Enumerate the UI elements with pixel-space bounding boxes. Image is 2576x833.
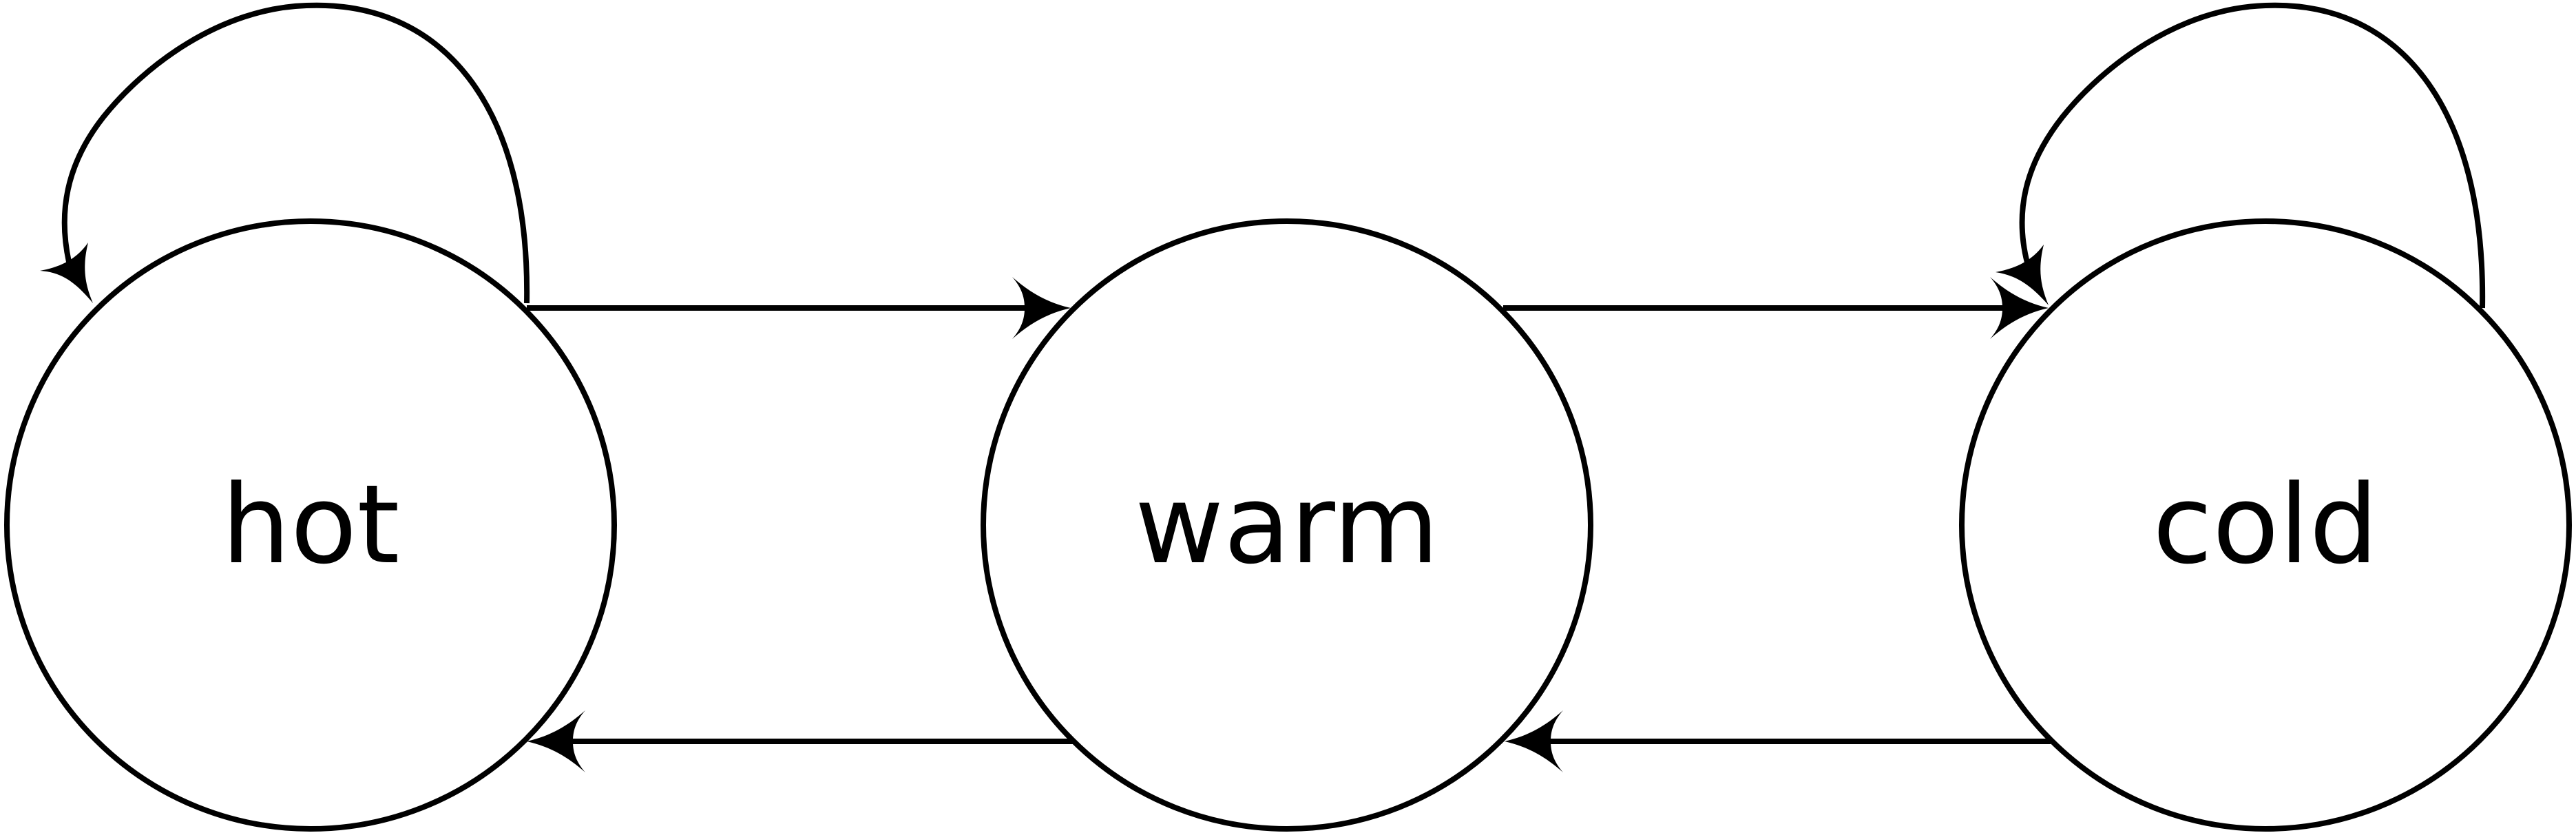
state-cold: cold	[1959, 218, 2572, 832]
state-hot: hot	[4, 218, 617, 832]
state-label: cold	[2153, 462, 2378, 588]
state-circle	[981, 218, 1593, 832]
transition-cold-to-warm	[1505, 710, 2051, 772]
arrowhead-icon	[40, 243, 93, 303]
transition-hot-to-hot	[40, 2, 530, 304]
arrowhead-icon	[527, 710, 585, 772]
transition-line	[61, 2, 530, 304]
state-circle	[1959, 218, 2572, 832]
transition-hot-to-warm	[527, 277, 1071, 339]
arrowhead-icon	[1505, 710, 1563, 772]
state-label: warm	[1135, 462, 1439, 588]
arrowhead-icon	[1990, 277, 2049, 339]
state-label: hot	[222, 462, 400, 588]
state-warm: warm	[981, 218, 1593, 832]
transition-warm-to-cold	[1503, 277, 2049, 339]
arrowhead-icon	[1996, 245, 2049, 305]
transition-warm-to-hot	[527, 710, 1073, 772]
state-circle	[4, 218, 617, 832]
transition-cold-to-cold	[1996, 2, 2486, 309]
transition-line	[2019, 2, 2486, 309]
arrowhead-icon	[1012, 277, 1071, 339]
